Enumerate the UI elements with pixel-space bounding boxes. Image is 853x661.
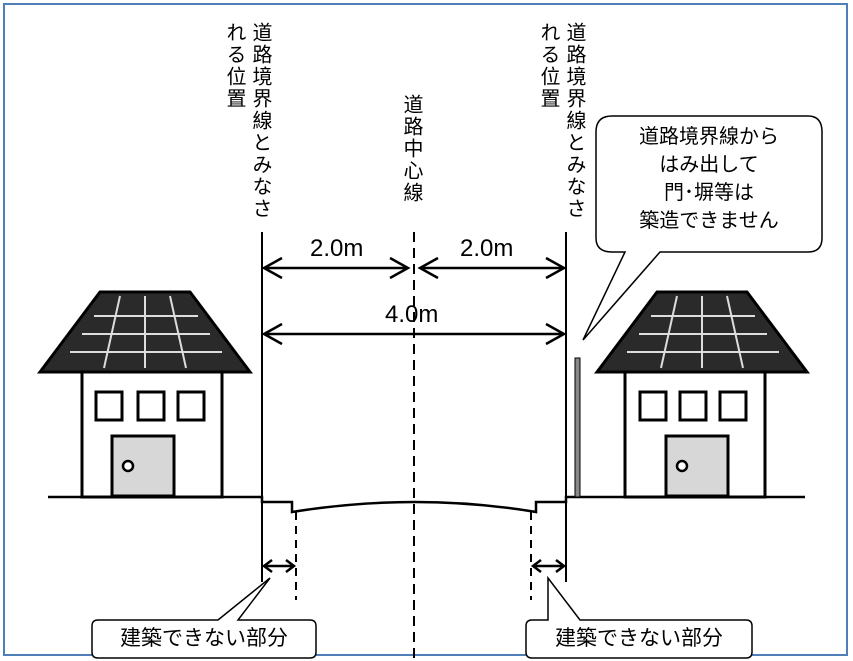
no-build-left-label: 建築できない部分 <box>120 626 288 650</box>
dim-left-label: 2.0m <box>310 235 364 262</box>
left-house <box>37 290 253 499</box>
callout-bubble <box>582 115 823 341</box>
no-build-box-right <box>525 575 753 659</box>
dim-arrows <box>261 256 567 573</box>
callout-gate-text: 道路境界線から はみ出して 門･塀等は 築造できません <box>639 124 779 232</box>
dim-right-label: 2.0m <box>460 235 514 262</box>
dim-total-label: 4.0m <box>385 301 439 328</box>
ground-line <box>48 495 805 514</box>
right-boundary-label: 道路境界線とみなされる位置 <box>537 22 587 220</box>
fence-wall <box>574 357 581 498</box>
no-build-box-left <box>91 577 317 659</box>
no-build-right-label: 建築できない部分 <box>555 626 723 650</box>
left-boundary-label: 道路境界線とみなされる位置 <box>223 22 273 220</box>
centerline-label: 道路中心線 <box>400 94 424 204</box>
right-house <box>594 290 810 499</box>
